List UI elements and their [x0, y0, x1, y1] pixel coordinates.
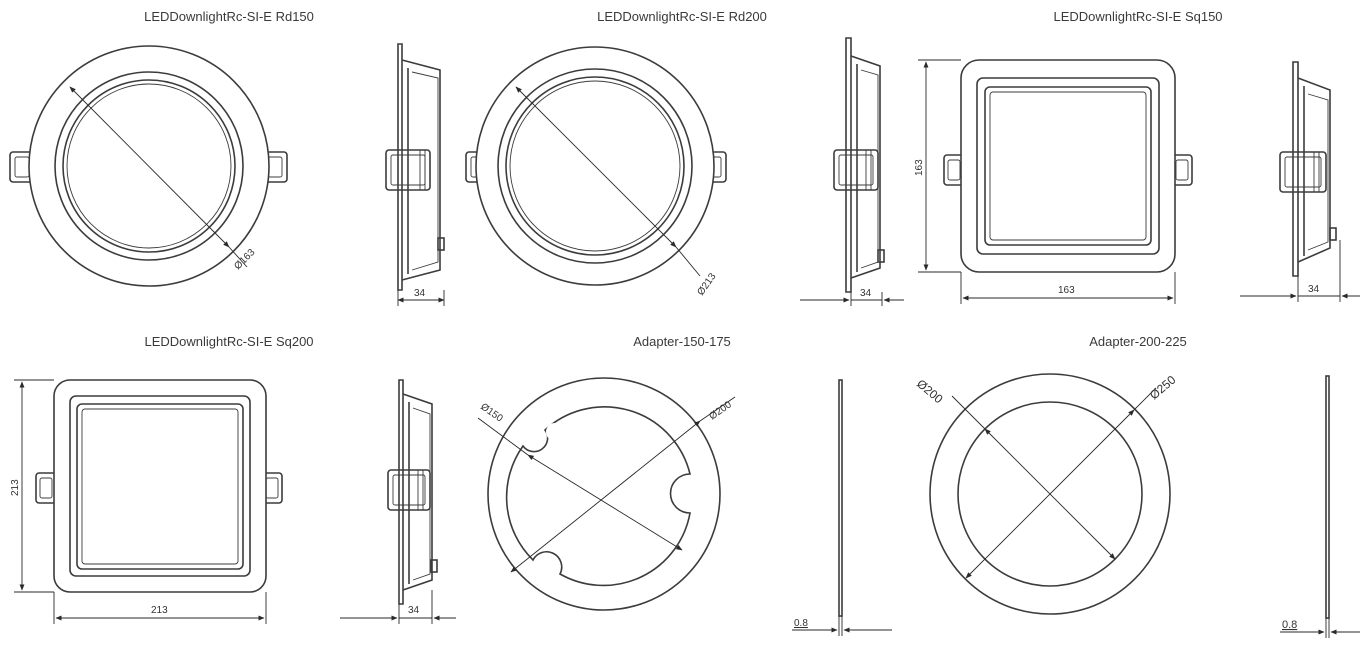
sq200-depth-label: 34 — [408, 605, 420, 616]
sq150-width-label: 163 — [1058, 285, 1075, 296]
ad150-thickness-label: 0.8 — [794, 618, 808, 629]
ad200-outer-label: Ø250 — [1147, 372, 1179, 402]
rd150-front-view: Ø163 — [9, 45, 288, 287]
ad200-thickness-label: 0.8 — [1282, 619, 1297, 631]
adapter200-front-view: Ø200 Ø250 — [914, 372, 1179, 615]
sq150-front-view: 163 163 — [914, 59, 1193, 304]
title-sq150: LEDDownlightRc-SI-E Sq150 — [1053, 9, 1223, 24]
sq150-height-label: 163 — [914, 159, 925, 176]
rd200-depth-label: 34 — [860, 288, 872, 299]
sq150-depth-label: 34 — [1308, 284, 1320, 295]
rd150-side-view: 34 — [385, 43, 445, 306]
sq200-front-view: 213 213 — [10, 379, 283, 624]
rd200-side-view: 34 — [800, 37, 904, 306]
adapter150-side-view: 0.8 — [792, 379, 892, 636]
ad200-inner-label: Ø200 — [914, 377, 946, 407]
ad150-outer-label: Ø200 — [707, 399, 734, 422]
sq150-side-view: 34 — [1240, 61, 1360, 302]
title-rd150: LEDDownlightRc-SI-E Rd150 — [144, 9, 314, 24]
title-rd200: LEDDownlightRc-SI-E Rd200 — [597, 9, 767, 24]
rd150-diameter-label: Ø163 — [232, 247, 257, 272]
title-sq200: LEDDownlightRc-SI-E Sq200 — [144, 334, 314, 349]
title-adapter150: Adapter-150-175 — [633, 334, 731, 349]
sq200-height-label: 213 — [10, 479, 21, 496]
sq200-width-label: 213 — [151, 605, 168, 616]
adapter200-side-view: 0.8 — [1280, 375, 1360, 638]
rd150-depth-label: 34 — [414, 288, 426, 299]
adapter150-front-view: Ø150 Ø200 — [477, 377, 736, 611]
title-adapter200: Adapter-200-225 — [1089, 334, 1187, 349]
rd200-front-view: Ø213 — [465, 46, 727, 298]
sq200-side-view: 34 — [340, 379, 456, 624]
